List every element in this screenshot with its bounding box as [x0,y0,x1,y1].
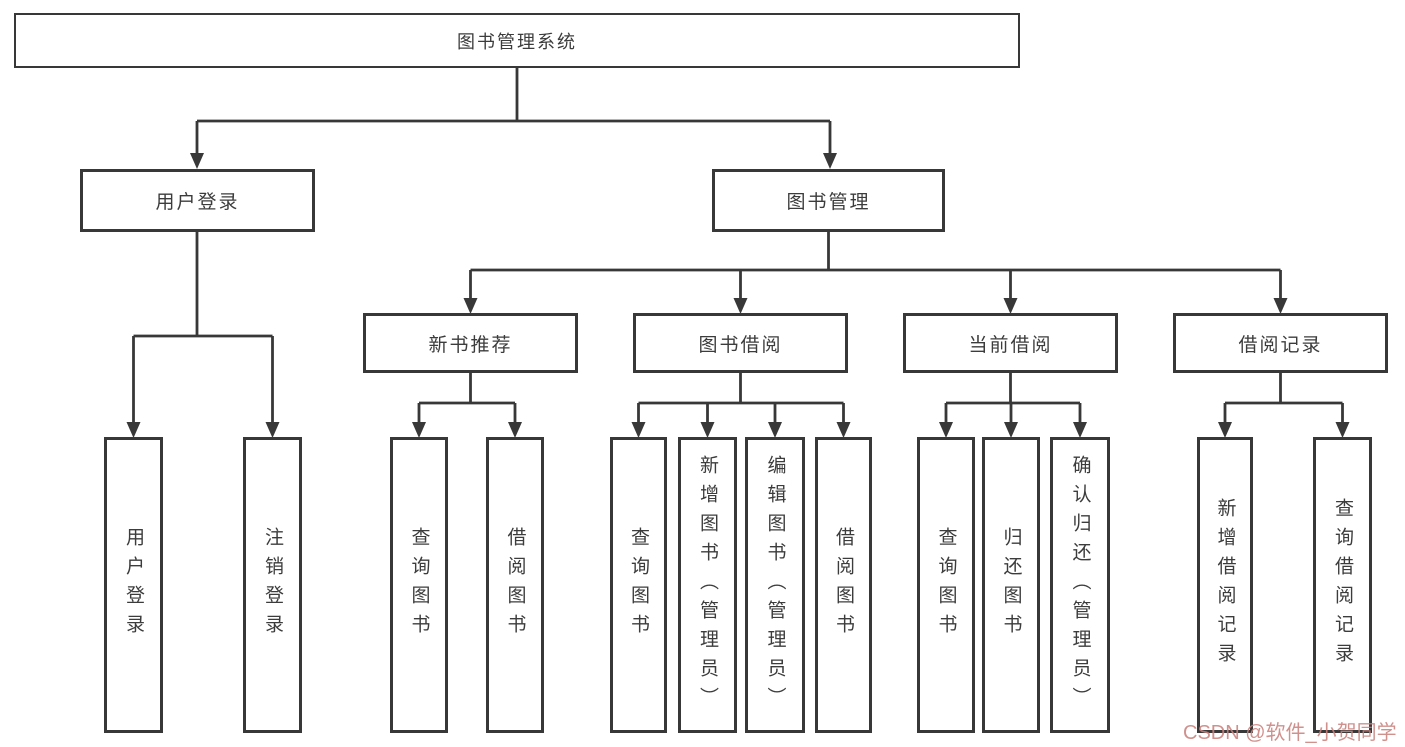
arrowhead [1335,422,1350,438]
arrowhead [463,298,478,314]
arrowhead [1073,422,1087,438]
node-library-management-system: 图书管理系统 [14,13,1020,68]
csdn-watermark: CSDN @软件_小贺同学 [1183,722,1397,744]
node-user-login-label: 用户登录 [155,192,240,213]
arrowhead [126,422,141,438]
node-add-borrow-record: 新增借阅记录 [1197,437,1253,733]
connector-current-borrowing [944,373,1082,423]
arrowhead [700,422,715,438]
node-current-borrowing: 当前借阅 [903,313,1118,373]
node-query-books-current: 查询图书 [917,437,975,733]
arrowhead [412,422,426,438]
arrowhead [1273,298,1288,314]
connector-user-login [132,232,274,424]
node-query-books-recommend-label: 查询图书 [408,527,430,643]
node-book-management: 图书管理 [712,169,945,232]
node-borrow-books-leaf-label: 借阅图书 [833,527,854,643]
arrowhead [631,422,646,438]
arrowhead [939,422,953,438]
node-borrowing-records-label: 借阅记录 [1238,334,1323,356]
node-new-book-recommendation: 新书推荐 [363,313,578,373]
arrowhead [1003,298,1018,314]
node-current-borrowing-label: 当前借阅 [968,334,1053,356]
node-query-borrow-record: 查询借阅记录 [1313,437,1372,733]
node-user-login-leaf: 用户登录 [104,437,163,733]
arrowhead [768,422,782,438]
node-book-management-label: 图书管理 [786,192,871,213]
node-book-borrowing-label: 图书借阅 [698,334,783,356]
arrowhead [733,298,748,314]
node-edit-books-admin-label: 编辑图书（管理员） [764,454,786,716]
node-borrowing-records: 借阅记录 [1173,313,1388,373]
node-query-books-borrowing: 查询图书 [610,437,667,733]
arrowhead [265,422,280,438]
node-add-borrow-record-label: 新增借阅记录 [1214,498,1236,672]
node-edit-books-admin: 编辑图书（管理员） [745,437,805,733]
arrowhead [508,422,522,438]
node-add-books-admin: 新增图书（管理员） [678,437,737,733]
arrowhead [1004,422,1018,438]
connector-root [195,68,832,156]
node-borrow-books-leaf: 借阅图书 [815,437,872,733]
node-borrow-books-recommend: 借阅图书 [486,437,544,733]
node-logout-leaf: 注销登录 [243,437,302,733]
node-logout-leaf-label: 注销登录 [262,527,283,643]
node-add-books-admin-label: 新增图书（管理员） [697,454,718,716]
node-query-books-recommend: 查询图书 [390,437,448,733]
connector-book-management [469,232,1282,299]
node-query-borrow-record-label: 查询借阅记录 [1332,498,1353,672]
arrowhead [1218,422,1232,438]
arrowhead [836,422,851,438]
arrowhead [190,153,204,169]
node-return-books-label: 归还图书 [1000,527,1022,643]
connector-book-borrowing [637,373,845,423]
node-confirm-return-admin-label: 确认归还（管理员） [1069,454,1091,716]
node-user-login-leaf-label: 用户登录 [123,527,144,643]
node-query-books-current-label: 查询图书 [935,527,957,643]
node-new-book-recommendation-label: 新书推荐 [428,334,513,356]
node-confirm-return-admin: 确认归还（管理员） [1050,437,1110,733]
node-user-login: 用户登录 [80,169,315,232]
arrowhead [823,153,837,169]
node-return-books: 归还图书 [982,437,1040,733]
node-borrow-books-recommend-label: 借阅图书 [504,527,526,643]
node-library-management-system-label: 图书管理系统 [457,31,577,52]
node-book-borrowing: 图书借阅 [633,313,848,373]
node-query-books-borrowing-label: 查询图书 [628,527,649,643]
connector-new-book-recommendation [417,373,517,423]
connector-borrowing-records [1223,373,1344,423]
